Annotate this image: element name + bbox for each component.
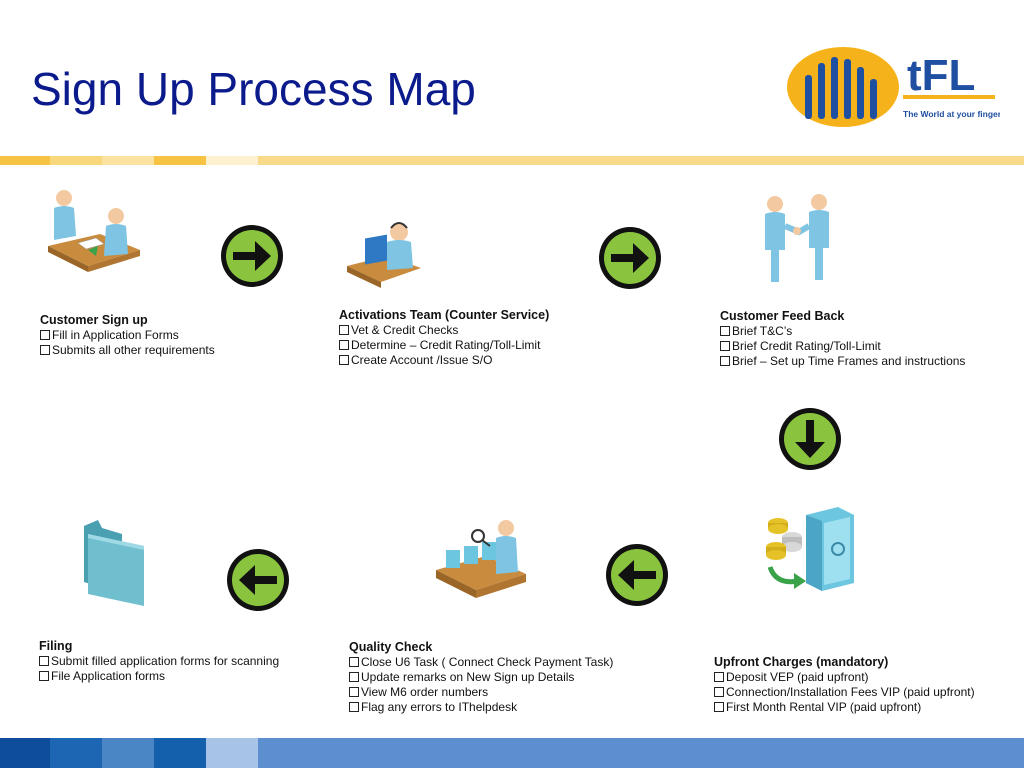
step-filing: Filing Submit filled application forms f… <box>39 639 279 684</box>
arrow-right-icon <box>221 225 283 287</box>
top-divider-stripe <box>0 156 1024 165</box>
checklist-item: Brief – Set up Time Frames and instructi… <box>720 354 965 369</box>
step-heading: Quality Check <box>349 640 433 654</box>
inspection-conveyor-icon <box>436 520 526 598</box>
checklist-item: Brief T&C’s <box>720 324 965 339</box>
step-heading: Customer Sign up <box>40 313 148 327</box>
arrow-left-icon <box>227 549 289 611</box>
coins-safe-icon <box>766 507 854 591</box>
checklist-item: Update remarks on New Sign up Details <box>349 670 613 685</box>
checklist-item: View M6 order numbers <box>349 685 613 700</box>
logo-tagline: The World at your fingertips <box>903 109 1000 119</box>
checklist-item: Close U6 Task ( Connect Check Payment Ta… <box>349 655 613 670</box>
checklist-item: Submit filled application forms for scan… <box>39 654 279 669</box>
checklist-item: File Application forms <box>39 669 279 684</box>
checklist-item: Deposit VEP (paid upfront) <box>714 670 975 685</box>
logo-text: tFL <box>907 51 975 100</box>
step-heading: Upfront Charges (mandatory) <box>714 655 889 669</box>
step-heading: Activations Team (Counter Service) <box>339 308 550 322</box>
bottom-footer-stripe <box>0 738 1024 768</box>
checklist-item: Create Account /Issue S/O <box>339 353 549 368</box>
checklist-item: Determine – Credit Rating/Toll-Limit <box>339 338 549 353</box>
folder-icon <box>84 520 144 606</box>
checklist-item: Connection/Installation Fees VIP (paid u… <box>714 685 975 700</box>
step-activations-team: Activations Team (Counter Service) Vet &… <box>339 308 549 368</box>
arrow-right-icon <box>599 227 661 289</box>
step-customer-sign-up: Customer Sign up Fill in Application For… <box>40 313 215 358</box>
checklist-item: Vet & Credit Checks <box>339 323 549 338</box>
step-heading: Customer Feed Back <box>720 309 845 323</box>
arrow-left-icon <box>606 544 668 606</box>
checklist-item: First Month Rental VIP (paid upfront) <box>714 700 975 715</box>
handshake-icon <box>765 194 829 282</box>
step-upfront-charges: Upfront Charges (mandatory) Deposit VEP … <box>714 655 975 715</box>
checklist-item: Brief Credit Rating/Toll-Limit <box>720 339 965 354</box>
meeting-desk-icon <box>48 190 140 272</box>
checklist-item: Submits all other requirements <box>40 343 215 358</box>
call-center-agent-icon <box>347 222 421 288</box>
checklist-item: Flag any errors to IThelpdesk <box>349 700 613 715</box>
page-title: Sign Up Process Map <box>31 63 476 115</box>
step-heading: Filing <box>39 639 73 653</box>
step-customer-feed-back: Customer Feed Back Brief T&C’s Brief Cre… <box>720 309 965 369</box>
tfl-logo: tFL The World at your fingertips <box>787 47 1000 127</box>
arrow-down-icon <box>779 408 841 470</box>
step-quality-check: Quality Check Close U6 Task ( Connect Ch… <box>349 640 613 715</box>
checklist-item: Fill in Application Forms <box>40 328 215 343</box>
